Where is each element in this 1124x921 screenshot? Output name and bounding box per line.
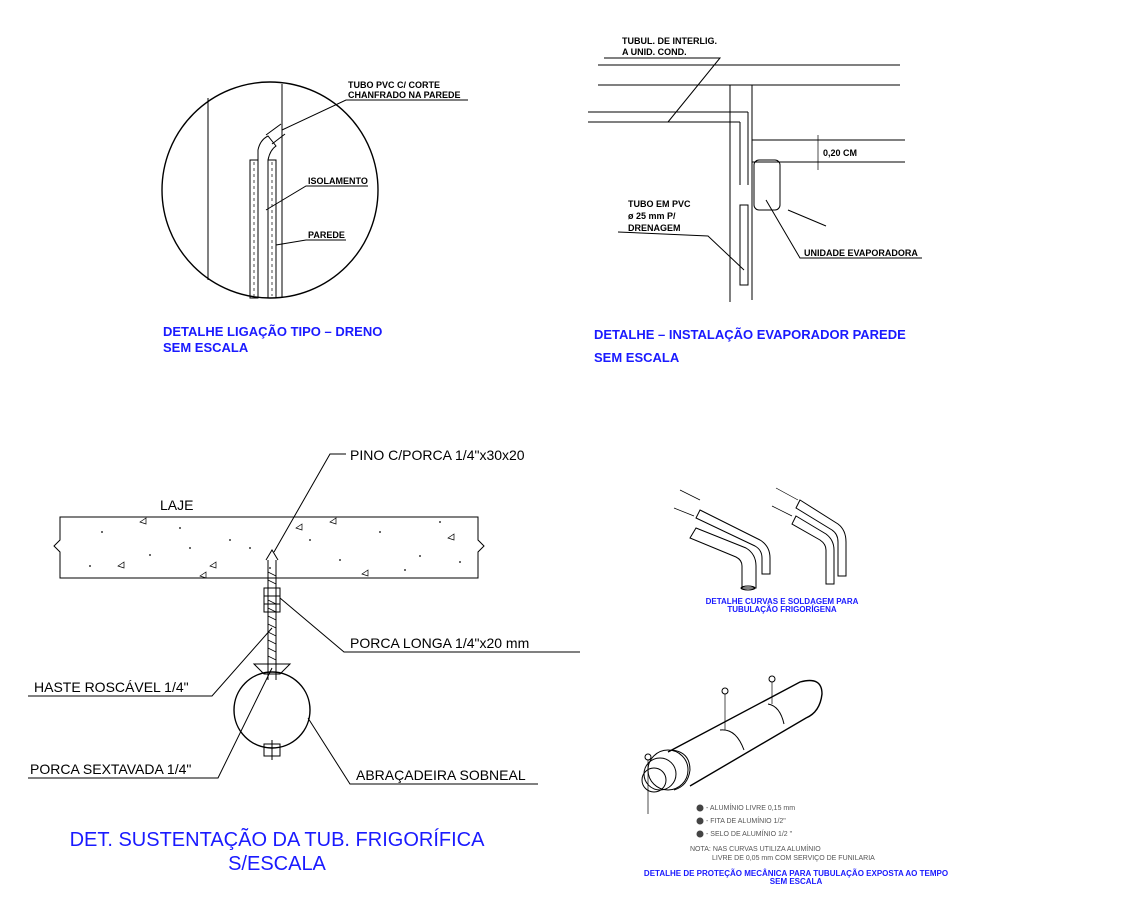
title-dreno-2: SEM ESCALA — [163, 340, 249, 355]
label-porca-longa: PORCA LONGA 1/4"x20 mm — [350, 635, 529, 651]
label-isolamento: ISOLAMENTO — [308, 176, 368, 186]
title-protecao-2: SEM ESCALA — [770, 877, 823, 886]
legend-fita: - FITA DE ALUMÍNIO 1/2" — [706, 816, 786, 825]
label-pino: PINO C/PORCA 1/4"x30x20 — [350, 447, 525, 463]
title-curvas-1: DETALHE CURVAS E SOLDAGEM PARA — [706, 597, 859, 606]
label-tubul-1: TUBUL. DE INTERLIG. — [622, 36, 717, 46]
title-protecao-1: DETALHE DE PROTEÇÃO MECÂNICA PARA TUBULA… — [644, 869, 948, 878]
detail-evaporador: TUBUL. DE INTERLIG. A UNID. COND. 0,20 C… — [588, 36, 922, 365]
label-dim-020: 0,20 CM — [823, 148, 857, 158]
note-line-1: NOTA: NAS CURVAS UTILIZA ALUMÍNIO — [690, 844, 821, 853]
detail-dreno: TUBO PVC C/ CORTE CHANFRADO NA PAREDE IS… — [161, 80, 468, 355]
note-line-2: LIVRE DE 0,05 mm COM SERVIÇO DE FUNILARI… — [712, 855, 875, 862]
label-haste: HASTE ROSCÁVEL 1/4" — [34, 679, 189, 695]
label-porca-sext: PORCA SEXTAVADA 1/4" — [30, 761, 191, 777]
label-tubo-pvc-1: TUBO EM PVC — [628, 199, 691, 209]
label-tubo-pvc-corte-1: TUBO PVC C/ CORTE — [348, 80, 440, 90]
title-evaporador-1: DETALHE – INSTALAÇÃO EVAPORADOR PAREDE — [594, 327, 906, 342]
label-laje: LAJE — [160, 497, 193, 513]
detail-protecao: - ALUMÍNIO LIVRE 0,15 mm - FITA DE ALUMÍ… — [641, 675, 948, 886]
detail-sustentacao: PINO C/PORCA 1/4"x30x20 LAJE PORCA LONGA… — [28, 447, 580, 875]
label-tubo-pvc-2: ø 25 mm P/ — [628, 211, 676, 221]
label-unidade-evaporadora: UNIDADE EVAPORADORA — [804, 248, 918, 258]
title-curvas-2: TUBULAÇÃO FRIGORÍGENA — [727, 605, 837, 614]
title-evaporador-2: SEM ESCALA — [594, 350, 680, 365]
legend-selo: - SELO DE ALUMÍNIO 1/2 " — [706, 829, 793, 838]
title-dreno-1: DETALHE LIGAÇÃO TIPO – DRENO — [163, 324, 382, 339]
label-parede: PAREDE — [308, 230, 345, 240]
detail-curvas: DETALHE CURVAS E SOLDAGEM PARA TUBULAÇÃO… — [673, 487, 859, 614]
legend-aluminio: - ALUMÍNIO LIVRE 0,15 mm — [706, 803, 795, 812]
title-sustentacao-2: S/ESCALA — [228, 853, 326, 875]
label-tubo-pvc-corte-2: CHANFRADO NA PAREDE — [348, 90, 461, 100]
label-tubo-pvc-3: DRENAGEM — [628, 223, 681, 233]
title-sustentacao-1: DET. SUSTENTAÇÃO DA TUB. FRIGORÍFICA — [70, 827, 486, 851]
label-abracadeira: ABRAÇADEIRA SOBNEAL — [356, 767, 526, 783]
label-tubul-2: A UNID. COND. — [622, 47, 687, 57]
